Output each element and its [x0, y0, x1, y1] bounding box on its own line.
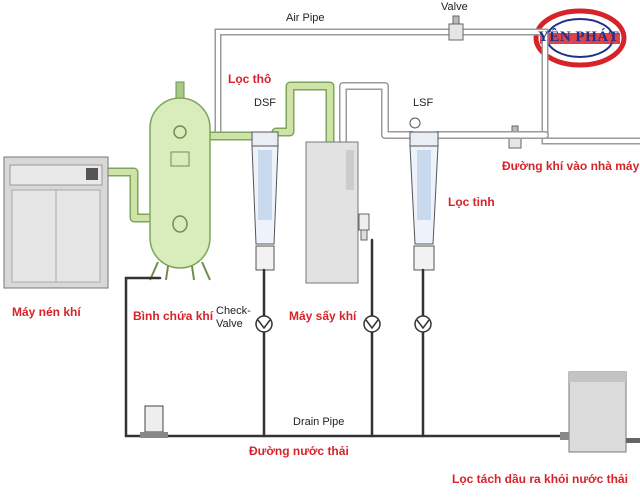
air-compressor [3, 156, 109, 289]
oil-separator-label: Lọc tách dầu ra khỏi nước thải [452, 472, 628, 486]
dsf-label: DSF [254, 97, 276, 109]
drain-trap [140, 405, 168, 438]
coarse-filter-label: Lọc thô [228, 72, 272, 86]
check-valves [255, 315, 432, 333]
air-dryer-label: Máy sấy khí [289, 309, 357, 323]
logo-text: YÊN PHÁT [538, 29, 620, 45]
fine-filter-label: Lọc tinh [448, 195, 495, 209]
lsf-label: LSF [413, 97, 434, 109]
receiver-tank [149, 81, 211, 281]
check-valve-label-line1: Check- [216, 305, 251, 317]
drain-piping [124, 238, 582, 438]
air-dryer [305, 141, 370, 284]
air-compressor-label: Máy nén khí [12, 305, 81, 319]
oil-water-separator [560, 371, 640, 453]
lsf-filter [409, 117, 439, 271]
top-valve [448, 15, 464, 41]
air-pipe-label: Air Pipe [286, 12, 325, 24]
receiver-tank-label: Bình chứa khí [133, 309, 214, 323]
dsf-filter [251, 131, 279, 271]
drain-pipe-label: Drain Pipe [293, 416, 345, 428]
company-logo [533, 8, 627, 68]
waste-water-line-label: Đường nước thải [249, 444, 349, 458]
valve-label: Valve [441, 1, 468, 13]
check-valve-label-line2: Valve [216, 318, 243, 330]
factory-air-line-label: Đường khí vào nhà máy [502, 159, 640, 173]
